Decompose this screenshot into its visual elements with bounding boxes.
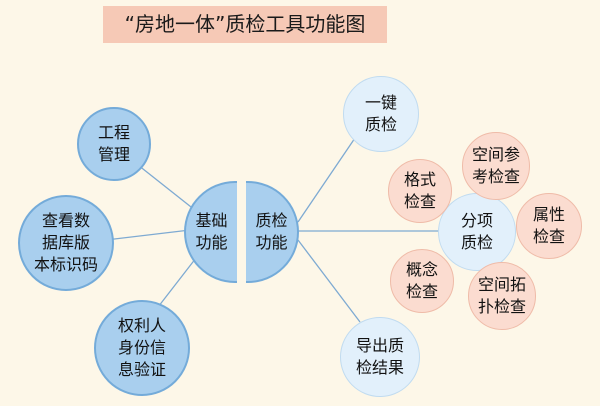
node-format-check: 格式 检查 — [388, 159, 452, 223]
node-attribute-check: 属性 检查 — [516, 193, 582, 259]
node-project-management: 工程 管理 — [77, 107, 151, 181]
node-spatial-topology-check: 空间拓 扑检查 — [468, 262, 536, 330]
node-database-version-code: 查看数 据库版 本标识码 — [18, 195, 114, 291]
node-owner-identity-verification: 权利人 身份信 息验证 — [94, 300, 190, 396]
connector-banben — [105, 229, 191, 241]
connector-daochu — [297, 239, 361, 323]
node-one-click-qc: 一键 质检 — [343, 76, 419, 152]
node-concept-check: 概念 检查 — [390, 249, 454, 313]
node-itemized-qc: 分项 质检 — [438, 193, 516, 271]
connector-yijian — [297, 137, 356, 223]
node-export-qc-results: 导出质 检结果 — [340, 317, 420, 397]
diagram-title: “房地一体”质检工具功能图 — [103, 6, 387, 43]
node-spatial-reference-check: 空间参 考检查 — [462, 132, 530, 200]
